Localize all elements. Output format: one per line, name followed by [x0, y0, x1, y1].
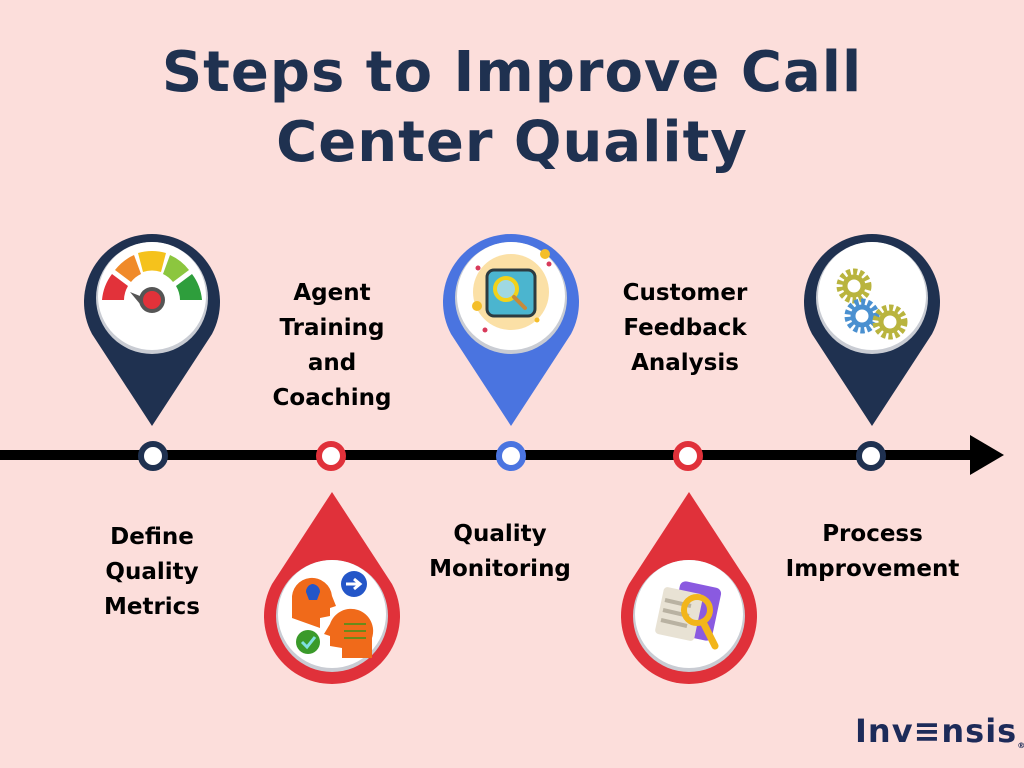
step-1-pin	[84, 234, 220, 426]
heads-communication-icon	[291, 571, 374, 658]
step-3-label: Quality Monitoring	[429, 521, 571, 582]
step-2-pin	[264, 492, 400, 684]
timeline-dot-3	[496, 441, 526, 471]
step-5-label: Process Improvement	[785, 521, 960, 582]
timeline-dot-5	[856, 441, 886, 471]
logo-text: Inv≡nsis	[855, 712, 1018, 750]
timeline-dot-2	[316, 441, 346, 471]
timeline-arrow-icon	[970, 435, 1004, 475]
document-magnifier-icon	[655, 581, 722, 650]
magnifier-search-icon	[472, 249, 552, 333]
gears-icon	[836, 268, 908, 340]
timeline-line	[0, 450, 980, 460]
invensis-logo: Inv≡nsis®	[855, 712, 1024, 750]
step-4-label: Customer Feedback Analysis	[622, 280, 748, 376]
title-line-2: Center Quality	[276, 110, 748, 175]
step-1-label: Define Quality Metrics	[103, 524, 201, 620]
timeline-dot-1	[138, 441, 168, 471]
step-2-label: Agent Training and Coaching	[272, 280, 392, 411]
step-5-pin	[804, 234, 940, 426]
registered-mark: ®	[1017, 741, 1024, 750]
page-title: Steps to Improve Call Center Quality	[0, 38, 1024, 178]
step-3-pin	[443, 234, 579, 426]
gauge-meter-icon	[102, 251, 202, 313]
step-4-pin	[621, 492, 757, 684]
timeline-dot-4	[673, 441, 703, 471]
title-line-1: Steps to Improve Call	[161, 40, 863, 105]
